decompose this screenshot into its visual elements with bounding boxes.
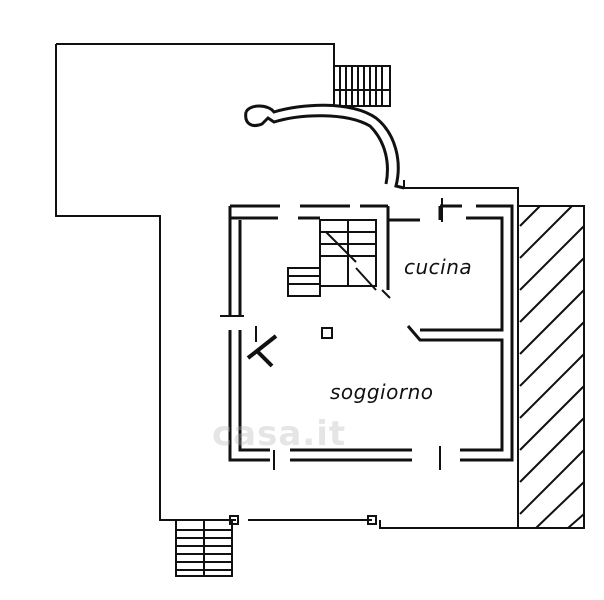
fireplace (246, 334, 278, 368)
upper-staircase (333, 65, 391, 107)
room-label-living: soggiorno (330, 380, 434, 404)
room-label-kitchen: cucina (404, 255, 473, 279)
curved-balcony (244, 103, 405, 190)
hatch-lines (519, 205, 585, 529)
inner-staircase (287, 219, 391, 299)
pillar-right (367, 515, 377, 525)
house-walls (228, 204, 514, 462)
watermark: casa.it (212, 414, 347, 454)
lower-staircase (175, 519, 233, 577)
door-marks (220, 198, 443, 470)
terrace-outline (55, 43, 519, 529)
hatched-area (517, 205, 585, 529)
column (321, 327, 333, 339)
pillar-left (229, 515, 239, 525)
